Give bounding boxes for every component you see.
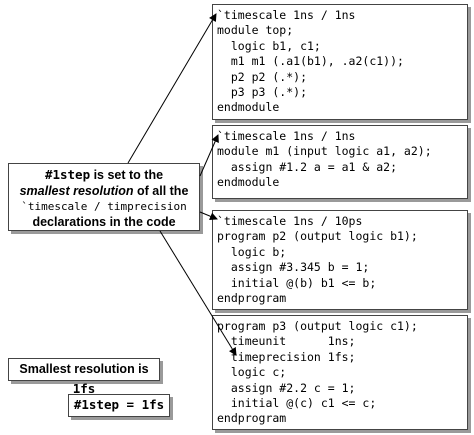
callout-line3-code: `timescale / timprecision (21, 200, 187, 213)
code-line: module top; (217, 23, 294, 38)
code-line: assign #2.2 c = 1; (217, 380, 356, 395)
code-line: endmodule (217, 100, 280, 115)
code-lines-p3: program p3 (output logic c1); timeunit 1… (217, 319, 463, 427)
code-line: `timescale 1ns / 1ns (217, 129, 356, 143)
callout-line4-text: declarations in the code (32, 214, 176, 229)
code-line: logic b1, c1; (217, 38, 321, 53)
callout-box: #1step is set to the smallest resolution… (8, 163, 200, 231)
callout-text: #1step is set to the smallest resolution… (9, 167, 199, 230)
callout-emphasis: smallest resolution (19, 183, 134, 198)
step-text: #1step = 1fs (73, 397, 165, 412)
code-line: module m1 (input logic a1, a2); (217, 144, 432, 159)
code-line: initial @(c) c1 <= c; (217, 396, 377, 411)
callout-step-code: #1step (44, 167, 91, 182)
code-line: program p3 (output logic c1); (217, 319, 418, 333)
code-line: timeunit 1ns; (217, 334, 356, 349)
code-line: m1 m1 (.a1(b1), .a2(c1)); (217, 54, 404, 69)
code-line: `timescale 1ns / 10ps (217, 214, 363, 228)
resolution-label: Smallest resolution is (19, 362, 149, 376)
code-line: initial @(b) b1 <= b; (217, 275, 377, 290)
code-line: logic b; (217, 244, 287, 259)
callout-line1-text: is set to the (90, 168, 164, 182)
code-line: assign #1.2 a = a1 & a2; (217, 159, 398, 174)
step-box: #1step = 1fs (68, 394, 170, 417)
code-line: endprogram (217, 411, 287, 426)
code-line: p2 p2 (.*); (217, 69, 308, 84)
code-box-p3: program p3 (output logic c1); timeunit 1… (212, 315, 468, 430)
code-line: endmodule (217, 175, 280, 190)
code-line: logic c; (217, 365, 287, 380)
code-line: p3 p3 (.*); (217, 85, 308, 100)
callout-line2-text: of all the (133, 183, 189, 198)
resolution-box: Smallest resolution is 1fs (8, 358, 160, 396)
resolution-text: Smallest resolution is 1fs (9, 359, 159, 399)
code-line: assign #3.345 b = 1; (217, 260, 370, 275)
code-line: timeprecision 1fs; (217, 349, 356, 364)
code-line: program p2 (output logic b1); (217, 229, 418, 244)
arrow-to-top (127, 13, 217, 164)
code-line: `timescale 1ns / 1ns (217, 8, 356, 22)
code-line: endprogram (217, 291, 287, 306)
resolution-value: 1fs (72, 381, 96, 396)
